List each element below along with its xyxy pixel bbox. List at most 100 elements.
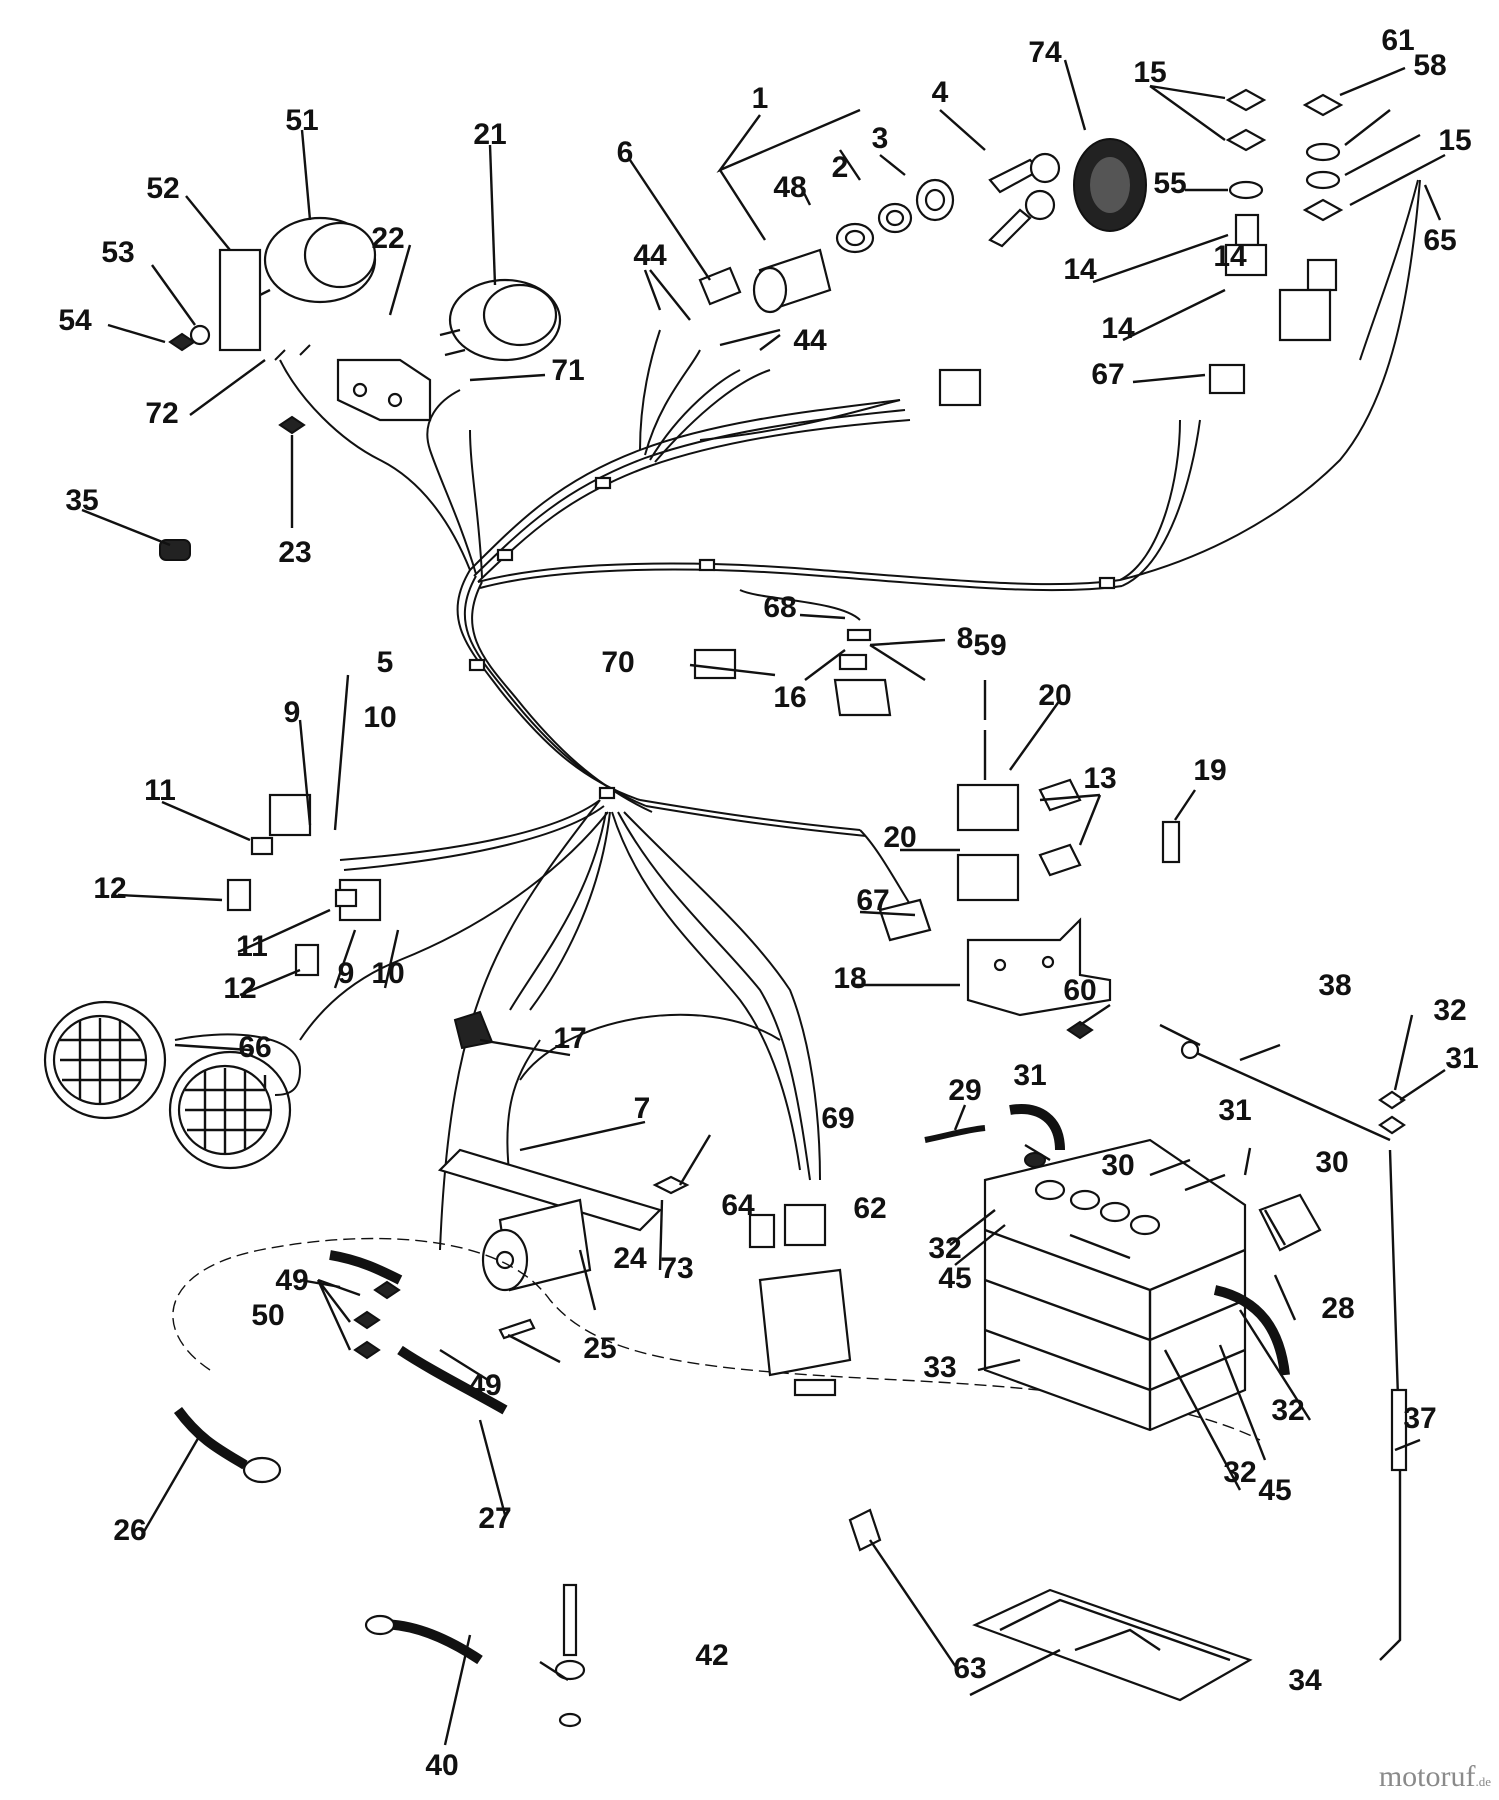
gauge-bracket-icon <box>218 248 262 352</box>
callout-30: 30 <box>1315 1146 1348 1179</box>
callout-11: 11 <box>144 774 176 807</box>
callout-6: 6 <box>617 136 634 169</box>
battery-cables <box>172 1237 1261 1484</box>
callout-61: 61 <box>1381 24 1414 57</box>
callout-63: 63 <box>953 1652 986 1685</box>
regulator-62-icon <box>758 1268 852 1377</box>
center-connectors <box>693 368 982 717</box>
clip-63-icon <box>848 1508 882 1552</box>
callout-30: 30 <box>1101 1149 1134 1182</box>
callout-31: 31 <box>1445 1042 1478 1075</box>
callout-12: 12 <box>223 972 256 1005</box>
callout-28: 28 <box>1321 1292 1354 1325</box>
callout-54: 54 <box>58 304 92 337</box>
callout-1: 1 <box>752 82 769 115</box>
callout-49: 49 <box>275 1264 308 1297</box>
fuse-assembly <box>226 793 382 977</box>
callout-69: 69 <box>821 1102 854 1135</box>
callout-44: 44 <box>633 239 667 272</box>
callout-58: 58 <box>1413 49 1446 82</box>
callout-14: 14 <box>1063 253 1097 286</box>
callout-52: 52 <box>146 172 179 205</box>
callout-67: 67 <box>1091 358 1124 391</box>
callout-10: 10 <box>371 957 404 990</box>
callout-45: 45 <box>1258 1474 1291 1507</box>
callout-59: 59 <box>973 629 1006 662</box>
callout-34: 34 <box>1288 1664 1322 1697</box>
callout-11: 11 <box>236 930 268 963</box>
callout-27: 27 <box>478 1502 511 1535</box>
regulator-assembly <box>748 1203 852 1397</box>
callout-13: 13 <box>1083 762 1116 795</box>
callout-66: 66 <box>238 1031 271 1064</box>
callout-48: 48 <box>773 171 806 204</box>
callout-42: 42 <box>695 1639 728 1672</box>
callout-19: 19 <box>1193 754 1226 787</box>
callout-40: 40 <box>425 1749 458 1782</box>
connector-70-icon <box>693 648 737 680</box>
switch-plunger-icon <box>938 368 982 407</box>
callout-2: 2 <box>832 151 849 184</box>
callout-23: 23 <box>278 536 311 569</box>
connector-17-icon <box>453 1010 494 1050</box>
mounting-plate-18-icon <box>966 917 1112 1017</box>
callout-10: 10 <box>363 701 396 734</box>
watermark-text: motoruf <box>1378 1760 1476 1793</box>
callout-31: 31 <box>1013 1059 1046 1092</box>
callout-15: 15 <box>1438 124 1471 157</box>
relay-assembly <box>878 730 1181 1040</box>
callout-16: 16 <box>773 681 806 714</box>
callout-29: 29 <box>948 1074 981 1107</box>
callout-9: 9 <box>284 696 301 729</box>
connector-69-icon <box>783 1203 827 1247</box>
watermark-suffix: .de <box>1475 1774 1491 1789</box>
callout-32: 32 <box>1433 994 1466 1027</box>
push-switch-assembly <box>1208 88 1419 395</box>
callout-65: 65 <box>1423 224 1456 257</box>
terminal-cover-28-icon <box>1258 1193 1322 1252</box>
callout-4: 4 <box>932 76 949 109</box>
callout-38: 38 <box>1318 969 1351 1002</box>
callout-70: 70 <box>601 646 634 679</box>
gauge-assembly <box>168 216 562 435</box>
callout-32: 32 <box>1223 1456 1256 1489</box>
connector-6-icon <box>698 266 742 306</box>
callout-21: 21 <box>473 118 506 151</box>
callout-20: 20 <box>1038 679 1071 712</box>
bolt-19-icon <box>1161 820 1181 864</box>
callout-18: 18 <box>833 962 866 995</box>
callout-53: 53 <box>101 236 134 269</box>
callout-14: 14 <box>1101 312 1135 345</box>
callout-33: 33 <box>923 1351 956 1384</box>
watermark-logo: motoruf.de <box>1379 1760 1491 1794</box>
callout-49: 49 <box>468 1369 501 1402</box>
callout-9: 9 <box>338 957 355 990</box>
callout-20: 20 <box>883 821 916 854</box>
toggle-switch-8-icon <box>833 678 892 717</box>
connector-64-icon <box>748 1213 776 1249</box>
callout-24: 24 <box>613 1242 647 1275</box>
callout-14: 14 <box>1213 240 1247 273</box>
callout-50: 50 <box>251 1299 284 1332</box>
ignition-keys-icon <box>988 152 1061 248</box>
battery-assembly <box>924 1040 1408 1702</box>
callout-22: 22 <box>371 222 404 255</box>
callout-7: 7 <box>634 1092 651 1125</box>
battery-tray-34-icon <box>972 1588 1253 1702</box>
leader-lines <box>81 59 1446 1746</box>
battery-33-icon <box>983 1138 1247 1432</box>
callout-68: 68 <box>763 591 796 624</box>
callout-12: 12 <box>93 872 126 905</box>
fuse-12-icon <box>226 878 252 912</box>
callout-64: 64 <box>721 1189 755 1222</box>
callout-35: 35 <box>65 484 98 517</box>
callout-60: 60 <box>1063 974 1096 1007</box>
fuse-holder-9-icon <box>268 793 312 837</box>
callout-17: 17 <box>553 1022 586 1055</box>
callout-55: 55 <box>1153 167 1186 200</box>
callout-3: 3 <box>872 122 889 155</box>
callout-71: 71 <box>551 354 584 387</box>
callout-44: 44 <box>793 324 827 357</box>
